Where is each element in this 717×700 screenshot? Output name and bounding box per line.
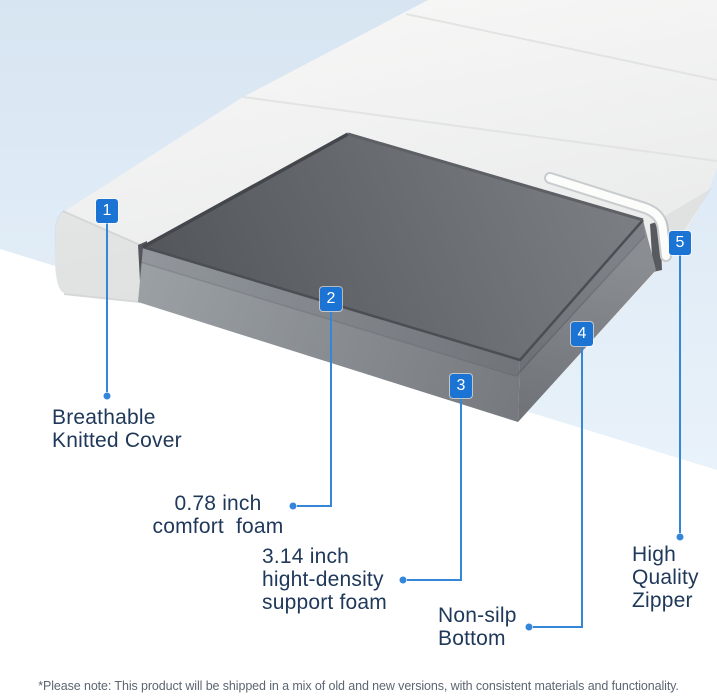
callout-badge-2: 2 xyxy=(320,287,342,311)
callout-badge-1: 1 xyxy=(96,199,118,223)
cover-front-face-shade xyxy=(54,211,145,301)
leader-lines xyxy=(106,223,681,628)
leader-line-4 xyxy=(533,346,583,628)
foam-layer-seam xyxy=(139,235,646,377)
callout-badge-4: 4 xyxy=(571,322,593,346)
foam-left-face xyxy=(138,247,520,422)
foam-back-right-edge xyxy=(347,132,644,222)
callout-badge-3: 3 xyxy=(450,374,472,398)
footnote: *Please note: This product will be shipp… xyxy=(38,679,679,693)
leader-dots xyxy=(103,392,684,631)
leader-dot-3 xyxy=(399,576,407,584)
callout-label-zipper: High Quality Zipper xyxy=(632,543,699,612)
cover-fold-seams xyxy=(242,13,717,162)
leader-line-2 xyxy=(297,311,332,507)
zipper-roll xyxy=(546,174,670,260)
leader-dot-2 xyxy=(289,502,297,510)
leader-line-3 xyxy=(407,398,462,581)
callout-badge-5: 5 xyxy=(669,231,691,255)
leader-dot-4 xyxy=(525,623,533,631)
callout-label-support-foam: 3.14 inch hight-density support foam xyxy=(262,545,387,614)
cover-bottom-edge xyxy=(63,293,141,303)
leader-dot-5 xyxy=(676,533,684,541)
comfort-foam-layer-strip-right xyxy=(517,220,645,376)
leader-dot-1 xyxy=(103,392,111,400)
cover-front-edge-crease xyxy=(62,210,146,248)
callout-label-breathable-knitted-cover: Breathable Knitted Cover xyxy=(52,406,182,452)
foam-front-edge-crease xyxy=(142,219,644,362)
callout-label-comfort-foam: 0.78 inch comfort foam xyxy=(152,492,284,538)
callout-label-non-slip-bottom: Non-silp Bottom xyxy=(438,604,517,650)
foam-top-surface xyxy=(143,134,643,360)
foam-right-face xyxy=(518,220,656,422)
foam-back-left-edge xyxy=(142,132,349,249)
